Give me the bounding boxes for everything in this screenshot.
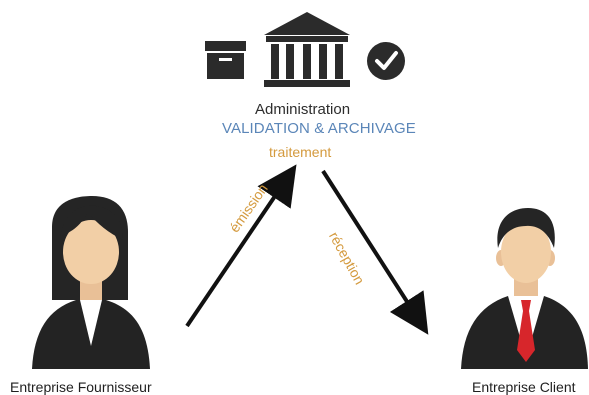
archive-box-icon <box>205 41 246 79</box>
emission-arrow <box>185 164 297 328</box>
processing-label: traitement <box>269 144 332 160</box>
check-circle-icon <box>367 42 405 80</box>
client-avatar <box>461 208 588 369</box>
reception-arrow <box>321 169 429 335</box>
administration-subtitle: VALIDATION & ARCHIVAGE <box>222 120 416 137</box>
supplier-label: Entreprise Fournisseur <box>10 379 152 395</box>
supplier-avatar <box>32 196 150 369</box>
government-building-icon <box>264 12 350 87</box>
client-label: Entreprise Client <box>472 379 576 395</box>
administration-title: Administration <box>255 101 351 118</box>
